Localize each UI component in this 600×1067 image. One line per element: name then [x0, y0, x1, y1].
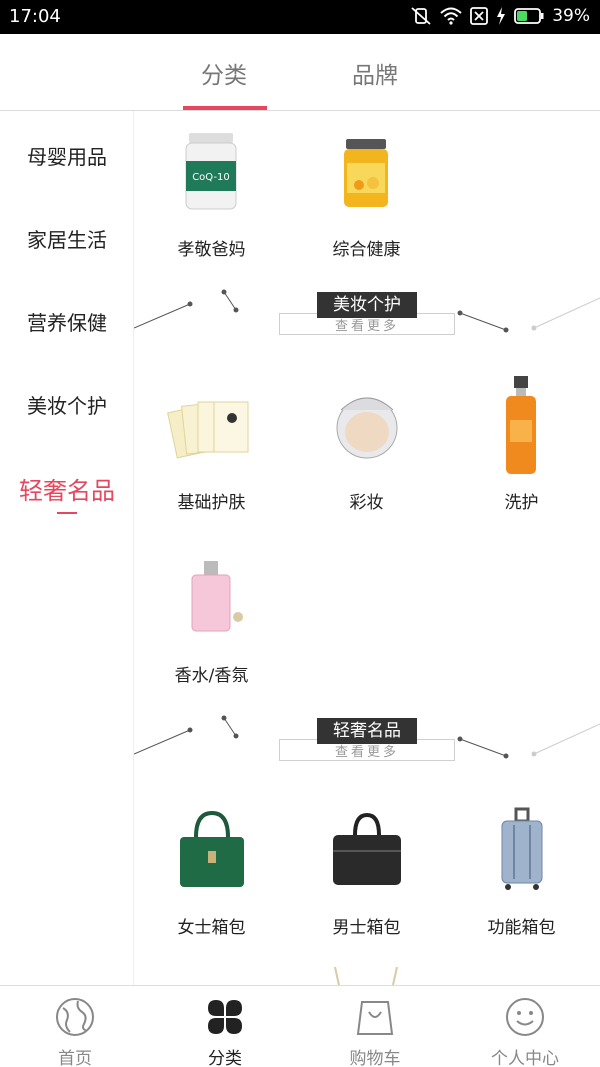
divider-decoration [134, 289, 600, 333]
nav-profile-label: 个人中心 [491, 1049, 559, 1067]
nav-cart[interactable]: 购物车 [300, 986, 450, 1067]
no-sim-icon [470, 7, 489, 25]
sidebar-item-baby[interactable]: 母婴用品 [27, 145, 107, 169]
battery-percent: 39% [552, 6, 590, 26]
category-item-label: 彩妆 [349, 493, 384, 513]
tab-category[interactable]: 分类 [201, 63, 247, 89]
nav-cart-label: 购物车 [349, 1049, 401, 1067]
category-item-label: 男士箱包 [332, 918, 401, 938]
category-item[interactable]: 洗护 [444, 376, 599, 516]
category-item-partial [289, 966, 444, 985]
wifi-icon [440, 7, 462, 25]
nav-category[interactable]: 分类 [150, 986, 300, 1067]
divider-decoration [134, 715, 600, 759]
shopping-bag-icon [356, 1001, 394, 1035]
grid-icon [208, 1000, 242, 1034]
face-mask-image [134, 376, 289, 476]
handbag-image [134, 801, 289, 901]
category-item[interactable]: 彩妆 [289, 376, 444, 516]
body-mist-image [444, 376, 599, 476]
bottom-nav: 首页 分类 购物车 个人中心 [0, 985, 600, 1067]
status-time: 17:04 [9, 6, 61, 27]
sidebar-item-home[interactable]: 家居生活 [27, 228, 107, 252]
category-item[interactable]: 功能箱包 [444, 801, 599, 941]
section-divider-luxury: 查看更多 轻奢名品 [134, 715, 600, 788]
sidebar-active-mark [57, 512, 77, 514]
sidebar-item-beauty[interactable]: 美妆个护 [27, 394, 107, 418]
status-icons: 39% [410, 6, 590, 26]
category-item[interactable]: 基础护肤 [134, 376, 289, 516]
category-item-label: 孝敬爸妈 [177, 240, 246, 260]
supplement-bottle-image: CoQ-10 [134, 123, 289, 223]
category-tabs: 分类 品牌 [0, 34, 600, 111]
category-item[interactable]: 女士箱包 [134, 801, 289, 941]
globe-icon [56, 998, 94, 1036]
suitcase-image [444, 801, 599, 901]
charging-icon [497, 7, 506, 25]
category-item-label: 综合健康 [332, 240, 401, 260]
active-tab-indicator [183, 106, 267, 110]
perfume-image [134, 551, 289, 651]
nav-home[interactable]: 首页 [0, 986, 150, 1067]
category-content: CoQ-10 孝敬爸妈 综合健康 [134, 111, 600, 985]
section-title: 美妆个护 [317, 292, 417, 318]
category-sidebar: 母婴用品 家居生活 营养保健 美妆个护 轻奢名品 [0, 111, 134, 985]
sidebar-item-health[interactable]: 营养保健 [27, 311, 107, 335]
section-divider-beauty: 查看更多 美妆个护 [134, 289, 600, 362]
see-more-label: 查看更多 [334, 319, 399, 334]
status-bar: 17:04 39% [0, 0, 600, 34]
category-item[interactable]: 男士箱包 [289, 801, 444, 941]
category-item-label: 女士箱包 [177, 918, 246, 938]
nav-home-label: 首页 [58, 1049, 92, 1067]
category-item-label: 香水/香氛 [174, 666, 249, 686]
category-item[interactable]: CoQ-10 孝敬爸妈 [134, 123, 289, 263]
category-item-label: 基础护肤 [177, 493, 246, 513]
category-item-label: 洗护 [504, 493, 539, 513]
see-more-label: 查看更多 [334, 745, 399, 760]
smiley-icon [506, 998, 544, 1036]
nav-category-label: 分类 [208, 1049, 242, 1067]
category-item[interactable]: 综合健康 [289, 123, 444, 263]
section-title: 轻奢名品 [317, 718, 417, 744]
battery-icon [514, 8, 544, 24]
tab-brand[interactable]: 品牌 [352, 63, 398, 89]
vibrate-mute-icon [411, 7, 431, 25]
category-item[interactable]: 香水/香氛 [134, 551, 289, 691]
sidebar-item-luxury[interactable]: 轻奢名品 [19, 477, 115, 505]
cushion-compact-image [289, 376, 444, 476]
svg-text:CoQ-10: CoQ-10 [192, 172, 230, 183]
nav-profile[interactable]: 个人中心 [450, 986, 600, 1067]
category-item-label: 功能箱包 [487, 918, 556, 938]
honey-jar-image [289, 123, 444, 223]
briefcase-image [289, 801, 444, 901]
